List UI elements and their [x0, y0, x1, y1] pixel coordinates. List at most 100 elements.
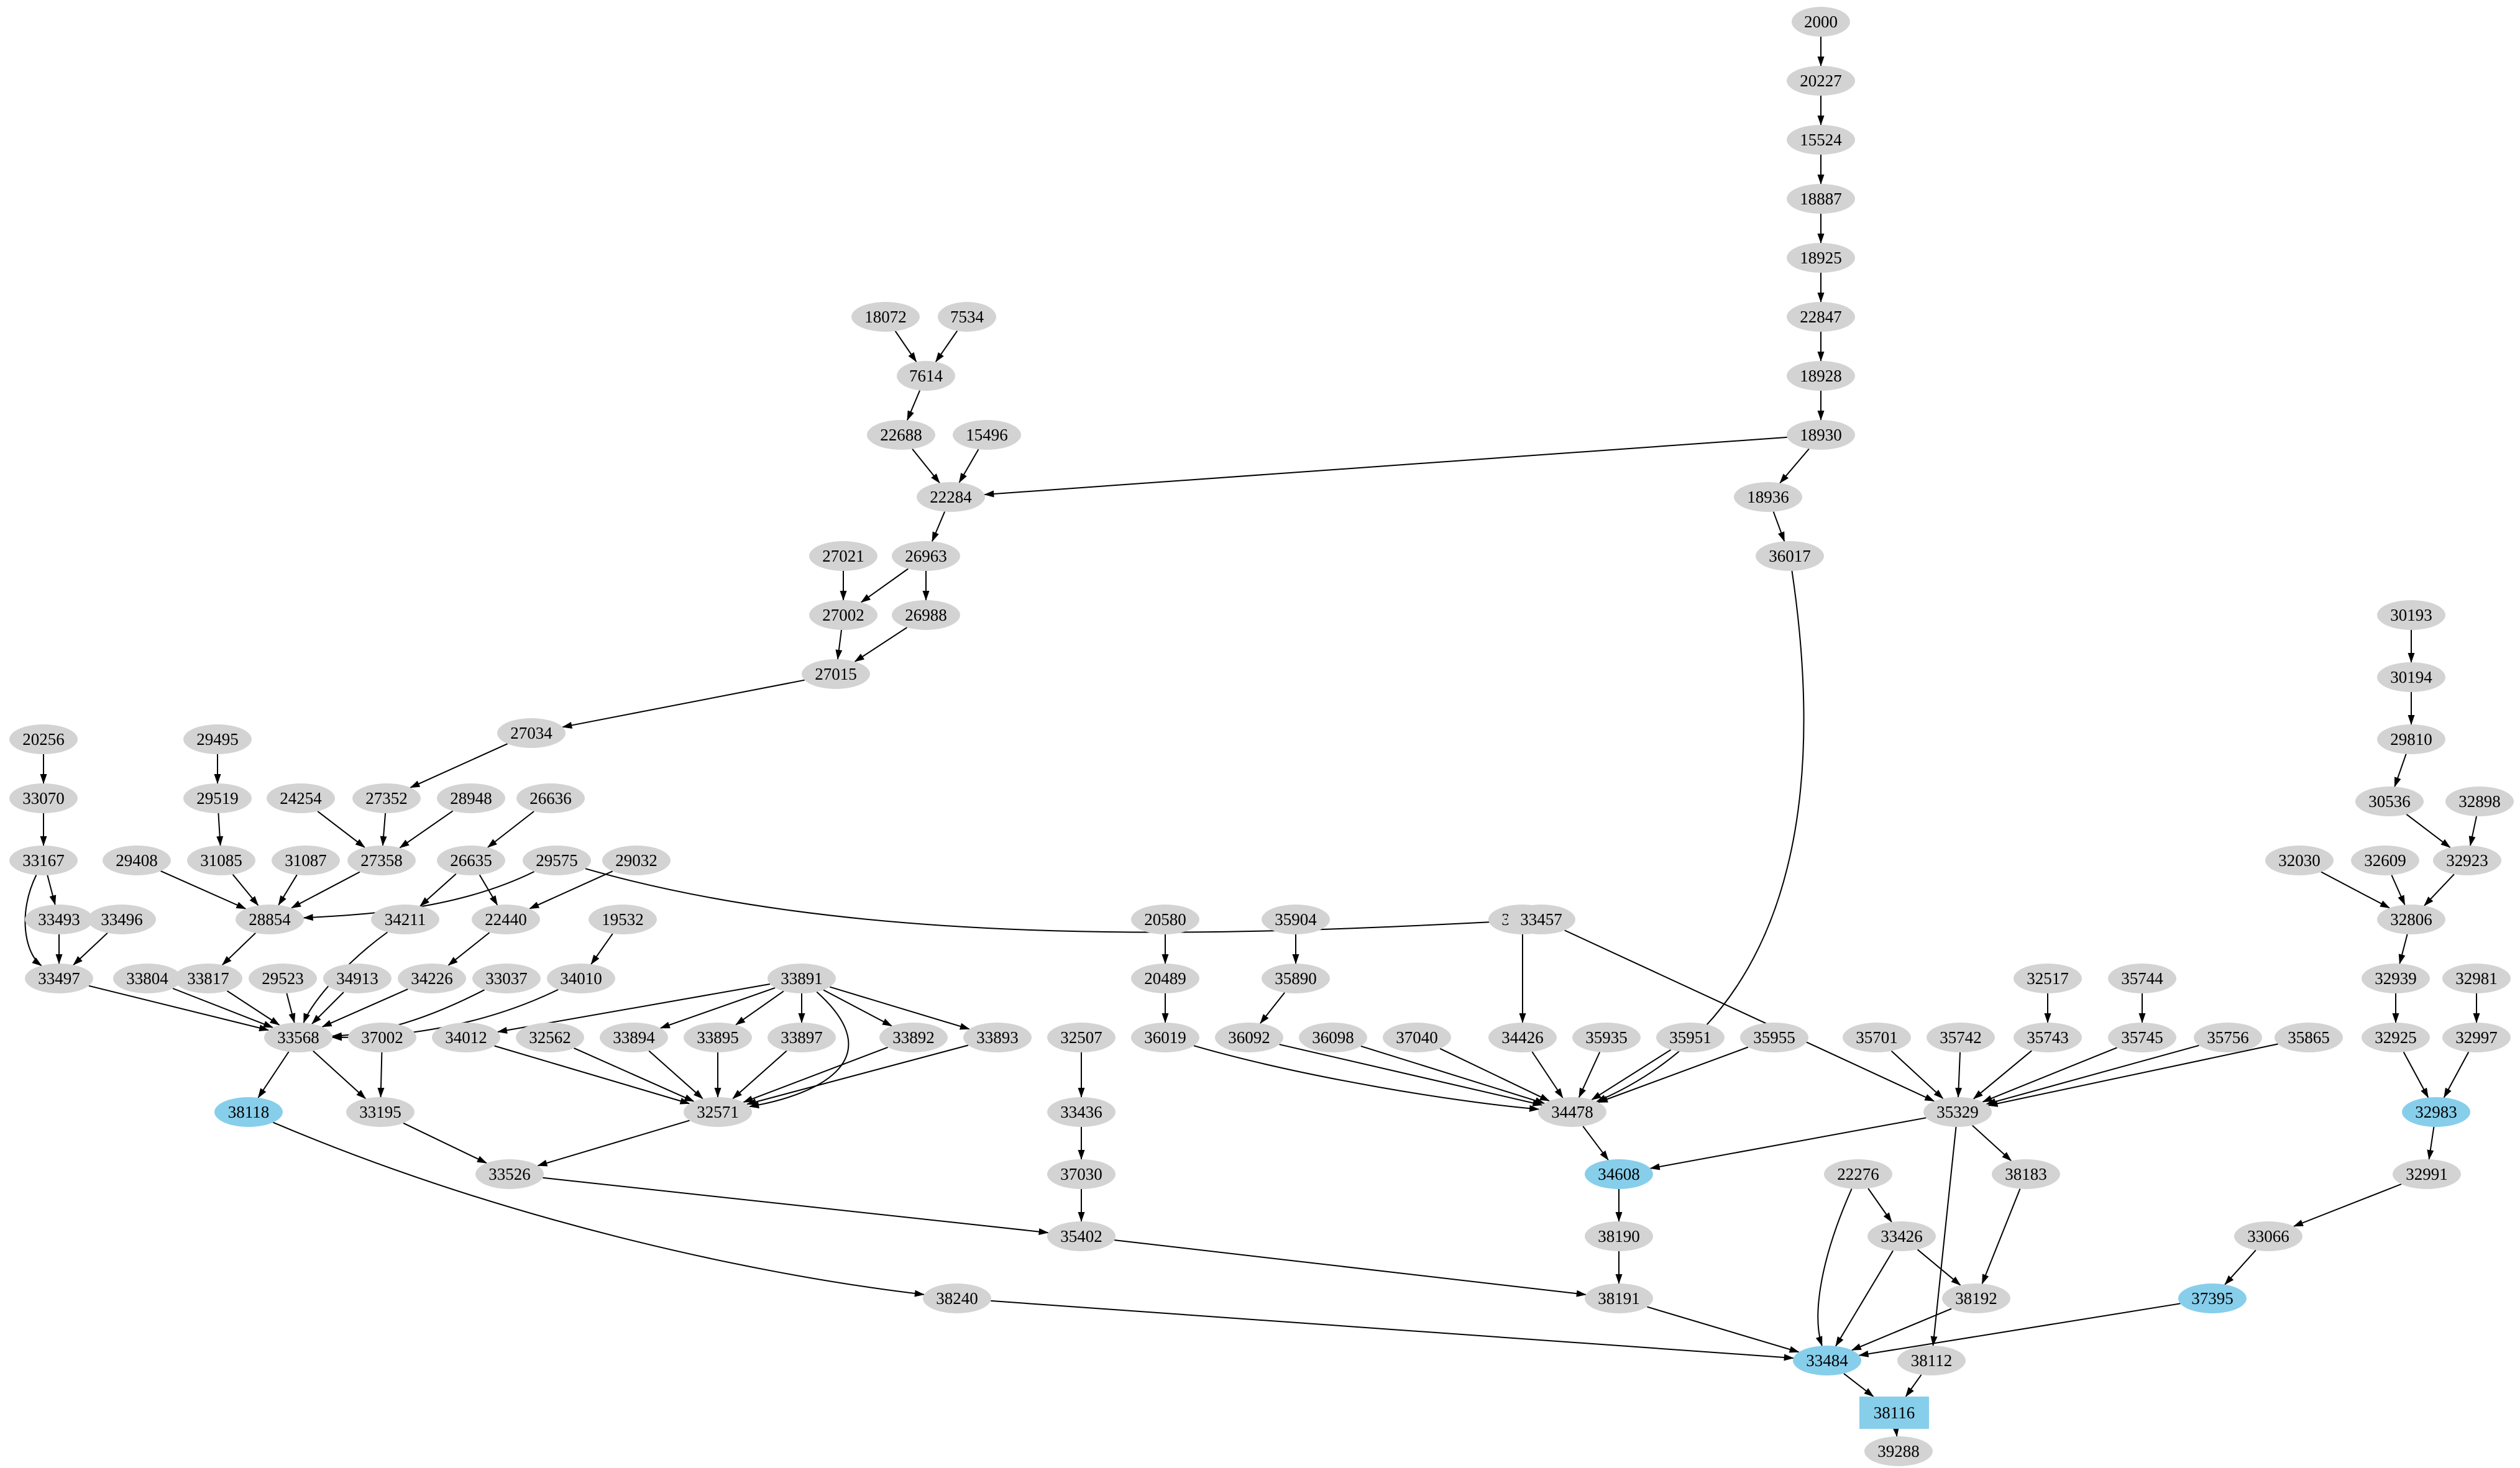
node-ellipse-30536	[2355, 786, 2424, 816]
node-label-35890: 35890	[1275, 969, 1317, 988]
node-ellipse-36092	[1215, 1023, 1283, 1052]
node-label-38183: 38183	[2005, 1165, 2047, 1183]
graph-node-33804: 33804	[113, 964, 181, 993]
edge-32562-32571	[574, 1047, 695, 1102]
node-ellipse-33893	[963, 1023, 1032, 1052]
node-label-33037: 33037	[485, 969, 528, 988]
node-ellipse-22284	[917, 482, 985, 512]
graph-node-32981: 32981	[2442, 964, 2511, 993]
node-label-38192: 38192	[1955, 1289, 1997, 1308]
edge-19532-34010	[590, 933, 613, 965]
graph-node-32517: 32517	[2014, 964, 2082, 993]
node-ellipse-35935	[1572, 1023, 1641, 1052]
node-ellipse-33892	[879, 1023, 948, 1052]
edge-38191-33484	[1647, 1306, 1800, 1353]
graph-node-37395: 37395	[2178, 1283, 2247, 1313]
node-label-32571: 32571	[697, 1103, 739, 1121]
edge-32991-33066	[2293, 1183, 2402, 1227]
graph-node-32983: 32983	[2402, 1097, 2470, 1127]
graph-node-29523: 29523	[249, 964, 317, 993]
graph-node-24254: 24254	[267, 783, 335, 813]
edge-37002-33195	[377, 1052, 385, 1098]
node-ellipse-29032	[602, 846, 671, 875]
graph-node-32923: 32923	[2433, 846, 2501, 875]
node-label-33496: 33496	[101, 910, 143, 929]
node-label-15524: 15524	[1800, 130, 1842, 149]
edge-30536-32923	[2406, 814, 2451, 848]
node-label-29519: 29519	[196, 789, 239, 808]
node-label-36019: 36019	[1144, 1028, 1186, 1047]
node-ellipse-35402	[1047, 1221, 1116, 1251]
node-ellipse-38240	[923, 1283, 991, 1313]
node-ellipse-37040	[1383, 1023, 1451, 1052]
edge-32806-32939	[2398, 934, 2408, 965]
node-ellipse-24254	[267, 783, 335, 813]
node-label-32609: 32609	[2364, 851, 2406, 870]
node-ellipse-33426	[1867, 1221, 1936, 1251]
edge-33195-33526	[403, 1122, 487, 1164]
node-ellipse-22440	[472, 905, 540, 934]
graph-node-35756: 35756	[2194, 1023, 2262, 1052]
node-ellipse-35743	[2014, 1023, 2082, 1052]
graph-node-28854: 28854	[236, 905, 304, 934]
edge-33891-32571	[749, 991, 850, 1109]
graph-node-35890: 35890	[1262, 964, 1330, 993]
node-label-38240: 38240	[936, 1289, 978, 1308]
edge-31087-28854	[278, 874, 298, 906]
node-ellipse-18887	[1787, 184, 1855, 214]
node-label-32939: 32939	[2375, 969, 2417, 988]
node-ellipse-32923	[2433, 846, 2501, 875]
graph-node-35935: 35935	[1572, 1023, 1641, 1052]
graph-node-33436: 33436	[1047, 1097, 1116, 1127]
edge-35742-35329	[1955, 1052, 1963, 1098]
graph-node-33426: 33426	[1867, 1221, 1936, 1251]
graph-node-33892: 33892	[879, 1023, 948, 1052]
node-label-26635: 26635	[450, 851, 492, 870]
node-label-34012: 34012	[445, 1028, 487, 1047]
graph-node-20227: 20227	[1787, 66, 1855, 96]
node-label-18928: 18928	[1800, 367, 1842, 385]
node-ellipse-34012	[432, 1023, 500, 1052]
edge-15496-22284	[958, 449, 979, 483]
edge-34012-32571	[494, 1045, 690, 1105]
graph-node-32991: 32991	[2393, 1159, 2461, 1189]
graph-node-33457: 33457	[1507, 905, 1575, 934]
graph-node-29032: 29032	[602, 846, 671, 875]
node-label-27002: 27002	[822, 606, 864, 624]
node-ellipse-33070	[9, 783, 78, 813]
graph-node-18930: 18930	[1787, 420, 1855, 450]
edge-33426-38192	[1917, 1249, 1961, 1286]
node-ellipse-32925	[2362, 1023, 2430, 1052]
graph-node-29810: 29810	[2377, 724, 2445, 754]
node-ellipse-15524	[1787, 125, 1855, 155]
node-ellipse-37002	[348, 1023, 416, 1052]
graph-node-38240: 38240	[923, 1283, 991, 1313]
edge-28854-33817	[222, 932, 256, 965]
node-ellipse-33037	[472, 964, 541, 993]
node-ellipse-31085	[187, 846, 255, 875]
edge-38112-38116	[1905, 1374, 1922, 1397]
node-label-29408: 29408	[116, 851, 158, 870]
graph-node-28948: 28948	[437, 783, 505, 813]
edge-33497-33568	[88, 985, 270, 1031]
node-ellipse-32609	[2351, 846, 2419, 875]
node-ellipse-28948	[437, 783, 505, 813]
node-ellipse-18072	[851, 302, 920, 332]
edge-35329-38112	[1930, 1126, 1957, 1346]
node-label-32991: 32991	[2406, 1165, 2448, 1183]
node-ellipse-32991	[2393, 1159, 2461, 1189]
node-label-35742: 35742	[1940, 1028, 1982, 1047]
node-ellipse-35745	[2108, 1023, 2176, 1052]
edge-18930-22284	[984, 436, 1787, 498]
node-label-35865: 35865	[2288, 1028, 2330, 1047]
node-ellipse-2000	[1792, 7, 1850, 37]
node-label-19532: 19532	[602, 910, 644, 929]
node-ellipse-35742	[1927, 1023, 1995, 1052]
node-label-15496: 15496	[966, 426, 1008, 444]
graph-node-35904: 35904	[1262, 905, 1330, 934]
node-ellipse-30194	[2377, 662, 2445, 692]
graph-node-33167: 33167	[9, 846, 78, 875]
node-ellipse-32030	[2265, 846, 2334, 875]
graph-node-31085: 31085	[187, 846, 255, 875]
node-ellipse-38112	[1897, 1346, 1966, 1375]
